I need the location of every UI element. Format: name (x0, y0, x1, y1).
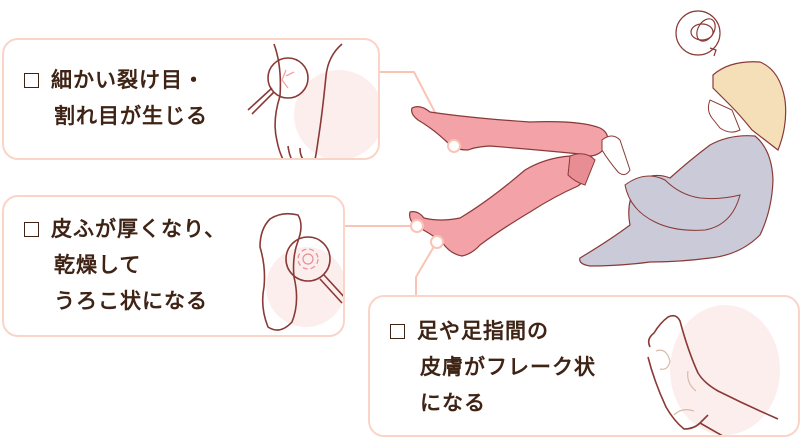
checkbox[interactable] (390, 324, 405, 339)
decorative-blob (294, 70, 378, 158)
symptom-line: 皮ふが厚くなり、 (51, 217, 227, 241)
symptom-card-flaky: 足や足指間の 皮膚がフレーク状 になる (368, 295, 800, 437)
symptom-line: 乾燥して (54, 253, 142, 277)
checkbox[interactable] (24, 222, 39, 237)
symptom-line: 足や足指間の (417, 319, 549, 343)
foot-side-icon (647, 314, 779, 435)
connector-dot-scaly (410, 219, 424, 233)
symptom-line: 皮膚がフレーク状 (420, 355, 596, 379)
checkbox[interactable] (24, 73, 39, 88)
symptom-card-scaly: 皮ふが厚くなり、 乾燥して うろこ状になる (2, 195, 345, 337)
symptom-line: 細かい裂け目・ (51, 68, 205, 92)
confused-scribble-icon (675, 10, 721, 57)
heel-crack-magnifier-icon (247, 43, 343, 158)
symptom-text: 足や足指間の 皮膚がフレーク状 になる (390, 313, 596, 421)
symptom-text: 細かい裂け目・ 割れ目が生じる (24, 62, 208, 134)
symptom-line: になる (420, 391, 486, 415)
connector-line-flaky (415, 242, 437, 296)
connector-dot-flaky (430, 235, 444, 249)
sole-magnifier-icon (259, 212, 343, 331)
connector-dot-cracks (447, 139, 461, 153)
symptom-line: うろこ状になる (54, 289, 208, 313)
symptom-text: 皮ふが厚くなり、 乾燥して うろこ状になる (24, 211, 226, 319)
woman-sitting-holding-leg-illustration (409, 10, 787, 267)
symptom-card-cracks: 細かい裂け目・ 割れ目が生じる (2, 38, 380, 160)
decorative-blob (670, 305, 780, 435)
symptom-line: 割れ目が生じる (54, 104, 208, 128)
